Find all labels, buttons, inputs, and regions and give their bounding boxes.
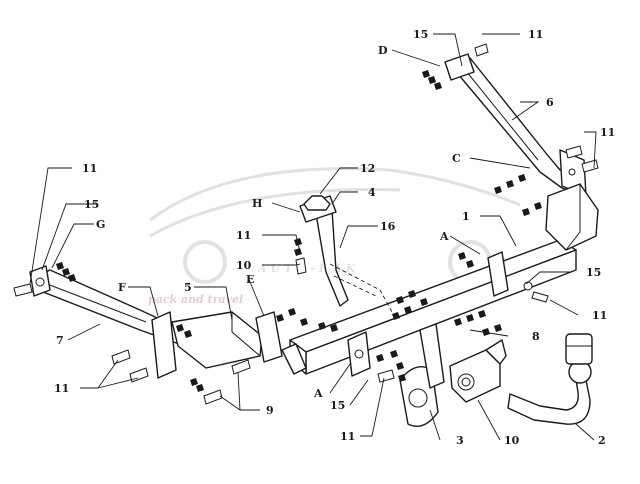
label-11-bottom: 11 [340,430,355,443]
label-9: 9 [266,404,274,417]
label-11-bracket: 11 [236,229,251,242]
label-5: 5 [184,281,192,294]
label-6: 6 [546,96,554,109]
labels: 15 11 D 6 11 C 12 4 H 1 16 11 A 10 15 E … [54,28,615,447]
label-10-bottom: 10 [504,434,520,447]
label-c: C [452,152,461,165]
part-5-left-plate [171,311,307,375]
part-10-socket [449,339,507,403]
label-12: 12 [360,162,375,175]
label-a-lower: A [313,387,323,400]
label-16: 16 [380,220,396,233]
label-a-upper: A [439,230,449,243]
label-11-left-lower: 11 [54,382,69,395]
label-g: G [96,218,105,231]
label-e: E [246,273,254,286]
label-3: 3 [456,434,464,447]
watermark-tagline: pack and travel [148,293,243,306]
label-2: 2 [598,434,606,447]
label-1: 1 [462,210,470,223]
fasteners [13,43,599,405]
watermark-brand: AUTO-HAK [257,262,359,275]
label-4: 4 [368,186,376,199]
label-11-right-mid: 11 [592,309,607,322]
leader-lines [29,33,597,441]
label-f: F [118,281,126,294]
label-d: D [378,44,388,57]
label-15-bottom: 15 [330,399,345,412]
label-15-right: 15 [586,266,601,279]
label-15-top: 15 [413,28,428,41]
label-8: 8 [532,330,540,343]
label-h: H [252,197,262,210]
label-11-left-upper: 11 [82,162,97,175]
label-7: 7 [56,334,64,347]
label-10-top: 10 [236,259,252,272]
label-15-left: 15 [84,198,99,211]
part-12-clamp [303,195,331,211]
part-6-right-arm [444,53,587,197]
label-11-top-right: 11 [528,28,543,41]
part-16-center-bracket [299,195,393,313]
part-3-socket-plate [399,323,445,427]
label-11-right-upper: 11 [600,126,615,139]
part-2-tow-ball [507,333,593,425]
